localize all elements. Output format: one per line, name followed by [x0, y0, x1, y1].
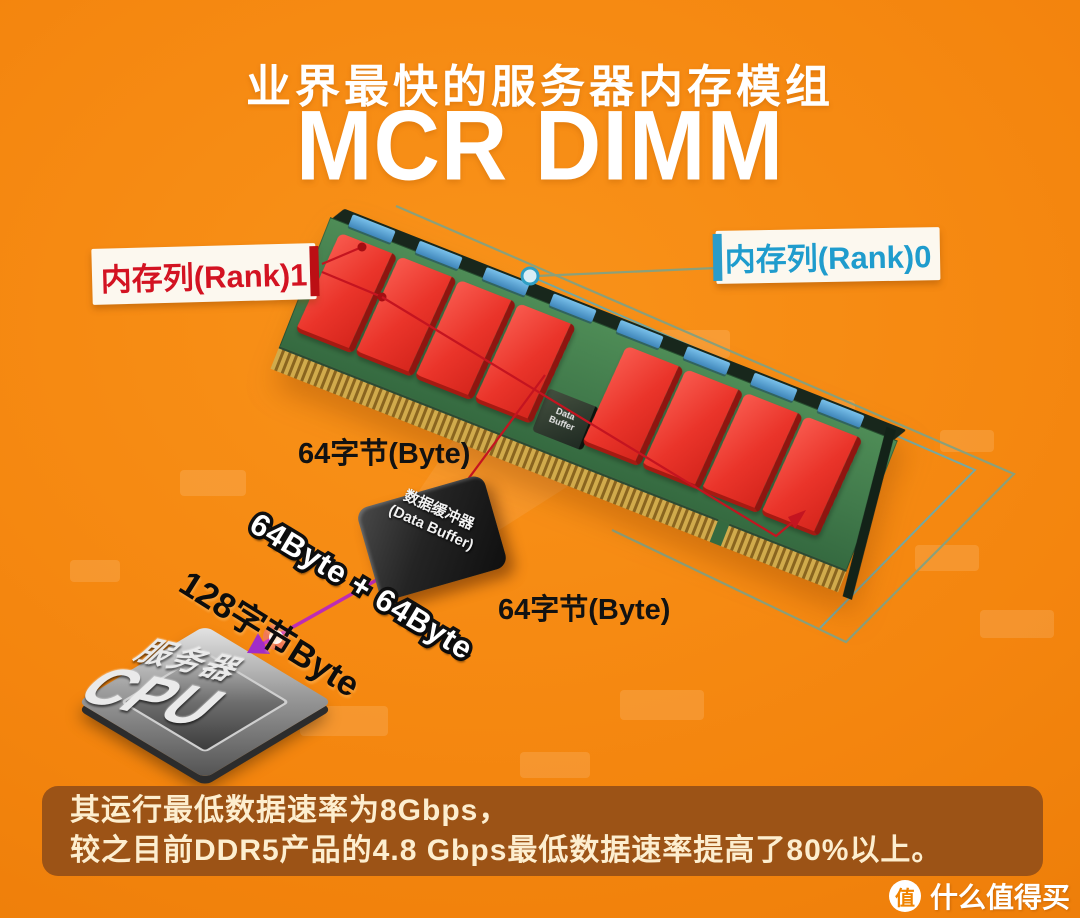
byte-label-bottom: 64字节(Byte)	[498, 594, 671, 626]
rank0-color-bar	[712, 233, 723, 282]
watermark: 值 什么值得买	[888, 876, 1070, 916]
bg-pattern-block	[180, 470, 246, 496]
rank0-label: 内存列(Rank)0	[712, 227, 941, 284]
rank1-color-bar	[309, 245, 320, 297]
rank0-connector-line	[535, 266, 717, 278]
bg-pattern-block	[915, 545, 979, 571]
page-subtitle: 业界最快的服务器内存模组	[245, 61, 834, 112]
rank1-label-text: 内存列(Rank)1	[100, 256, 308, 298]
bg-pattern-block	[620, 690, 704, 720]
page-title: MCR DIMM	[295, 90, 785, 202]
bg-pattern-block	[980, 610, 1054, 638]
footer-line-2: 较之目前DDR5产品的4.8 Gbps最低数据速率提高了80%以上。	[70, 834, 943, 867]
footer-line-1: 其运行最低数据速率为8Gbps，	[70, 794, 510, 827]
bg-pattern-block	[70, 560, 120, 582]
byte-label-top: 64字节(Byte)	[298, 438, 471, 470]
footer-info-box: 其运行最低数据速率为8Gbps， 较之目前DDR5产品的4.8 Gbps最低数据…	[42, 786, 1043, 876]
rank0-label-text: 内存列(Rank)0	[724, 239, 932, 278]
watermark-badge-icon: 值	[888, 880, 921, 912]
rank1-label: 内存列(Rank)1	[91, 243, 320, 305]
watermark-text: 什么值得买	[929, 882, 1070, 913]
bg-pattern-block	[520, 752, 590, 778]
bg-pattern-block	[940, 430, 994, 452]
